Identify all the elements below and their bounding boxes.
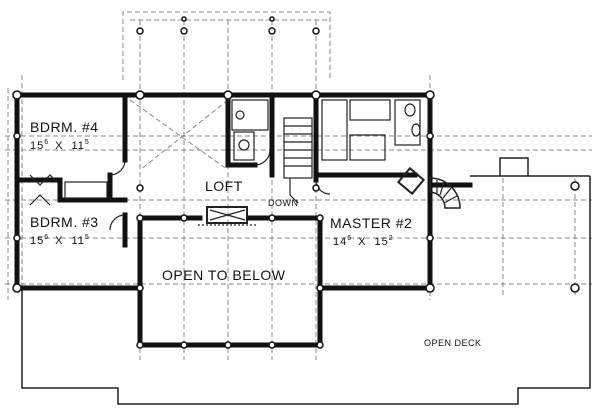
dashed-guides <box>5 11 592 360</box>
open-deck-label: OPEN DECK <box>424 338 482 348</box>
walls <box>12 92 473 348</box>
bedroom-4-name: BDRM. #4 <box>30 119 99 135</box>
bedroom-3-name: BDRM. #3 <box>30 214 99 230</box>
fixtures <box>29 99 461 231</box>
stair-down-label: DOWN <box>268 198 299 208</box>
posts <box>12 16 580 349</box>
open-to-below-label: OPEN TO BELOW <box>162 267 286 283</box>
deck-outline <box>21 157 591 405</box>
loft-label: LOFT <box>205 178 243 194</box>
master-2-name: MASTER #2 <box>330 215 412 231</box>
